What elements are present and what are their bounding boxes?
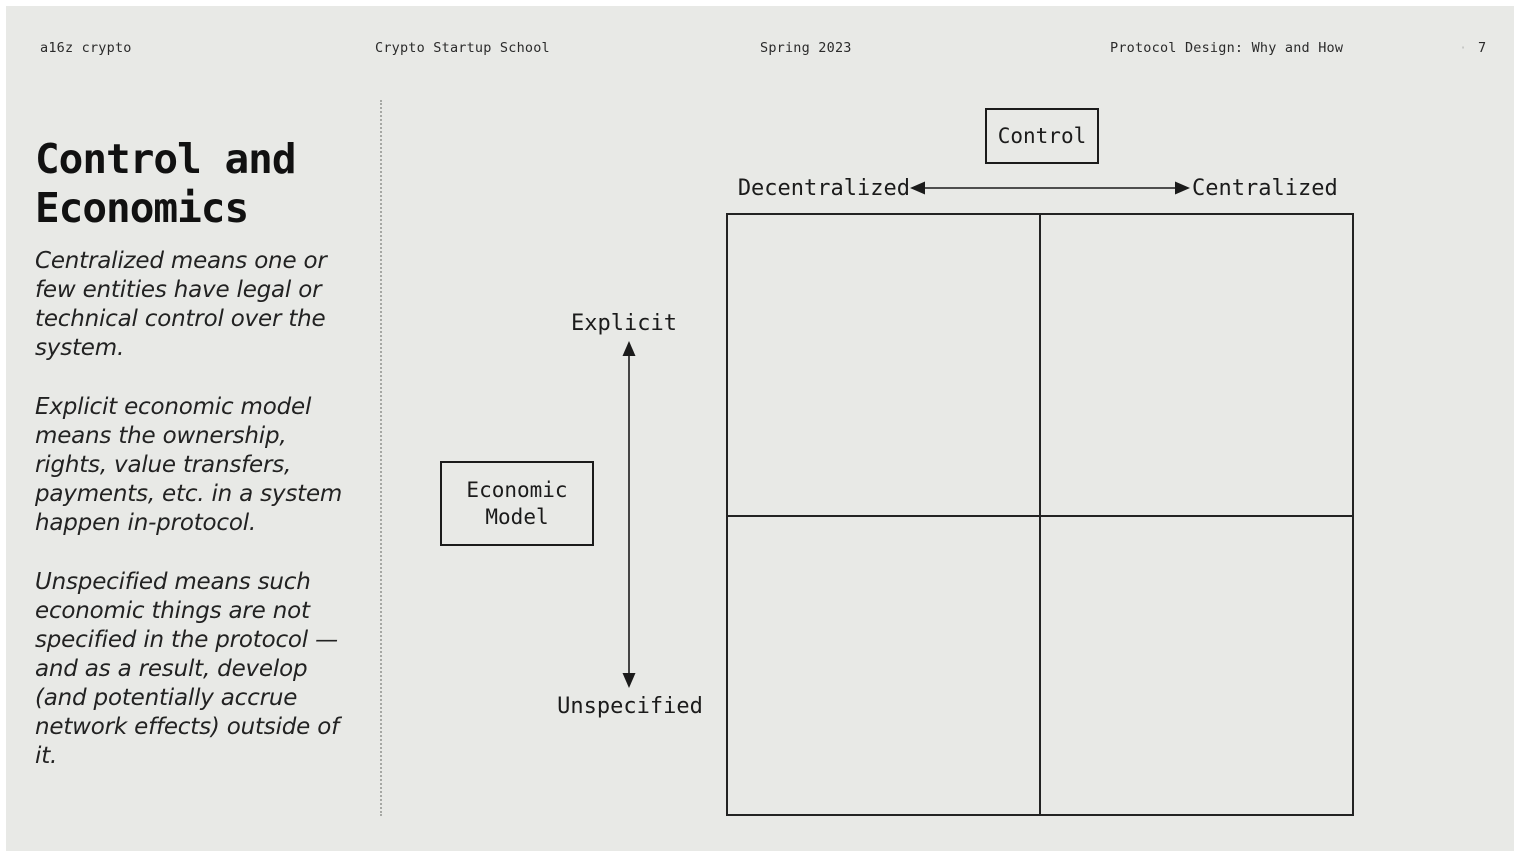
grid-vertical-midline	[1039, 215, 1041, 814]
x-axis-title: Control	[997, 124, 1087, 148]
header-lecture-title: Protocol Design: Why and How	[1110, 40, 1344, 56]
page-number: 7	[1478, 40, 1487, 56]
definition-centralized: Centralized means one or few entities ha…	[35, 248, 327, 361]
y-axis-title: Economic Model	[466, 477, 567, 531]
grid-horizontal-midline	[728, 515, 1352, 517]
y-axis-bottom-label: Unspecified	[557, 694, 703, 719]
y-axis-title-line2: Model	[485, 504, 549, 529]
definition-unspecified: Unspecified means such economic things a…	[35, 569, 340, 769]
x-axis-title-box: Control	[985, 108, 1099, 164]
y-axis-title-box: Economic Model	[440, 461, 594, 546]
header-term: Spring 2023	[760, 40, 852, 56]
column-divider	[380, 100, 382, 816]
slide-background	[6, 6, 1514, 851]
x-axis-left-label: Decentralized	[737, 176, 910, 201]
page-marker: ·	[1459, 40, 1468, 56]
y-axis-top-label: Explicit	[571, 311, 677, 336]
vertical-double-arrow-icon	[622, 341, 636, 688]
two-by-two-grid	[726, 213, 1354, 816]
slide-title: Control and Economics	[35, 135, 297, 233]
header-course: Crypto Startup School	[375, 40, 550, 56]
horizontal-double-arrow-icon	[910, 181, 1190, 195]
definition-explicit: Explicit economic model means the owners…	[35, 394, 343, 536]
definitions-column: Centralized means one or few entities ha…	[35, 247, 365, 801]
y-axis-title-line1: Economic	[466, 477, 568, 502]
header-brand: a16z crypto	[40, 40, 132, 56]
x-axis-right-label: Centralized	[1192, 176, 1338, 201]
